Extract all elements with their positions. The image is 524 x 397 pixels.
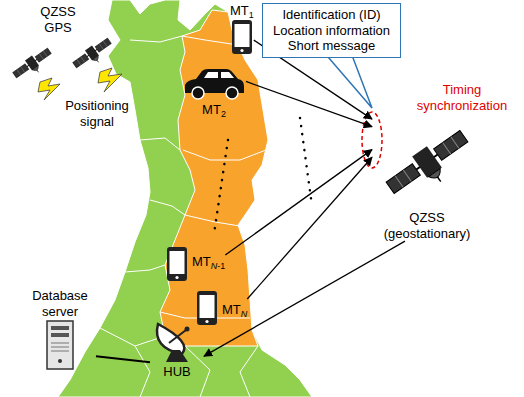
phone-icon <box>196 290 218 326</box>
annotation-label: GPS <box>36 20 80 36</box>
sat-icon <box>372 114 482 210</box>
signal-arrow <box>225 150 372 255</box>
message-callout: Identification (ID)Location informationS… <box>262 3 401 58</box>
database-server: Database server <box>24 288 96 371</box>
mobile-terminal: MTN-1 <box>166 246 225 282</box>
highlighted-region <box>160 10 268 346</box>
callout-text: Short message <box>288 38 375 54</box>
annotation-label: Timing synchronization <box>408 82 516 113</box>
callout-text: Identification (ID) <box>282 7 380 23</box>
lightning-bolt <box>38 78 60 100</box>
node-label: QZSS (geostationary) <box>375 210 479 241</box>
ellipsis-dots <box>300 118 312 206</box>
phone-icon <box>231 19 253 55</box>
signal-arrow <box>204 241 405 356</box>
ellipsis-dots <box>214 140 228 234</box>
server-icon <box>43 319 77 371</box>
phone-icon <box>166 246 188 282</box>
qzss-satellite: QZSS (geostationary) <box>372 114 482 241</box>
lightning-bolt <box>98 68 122 92</box>
land-region <box>58 0 312 397</box>
hub-station: HUB <box>150 318 204 380</box>
annotation-label: QZSS <box>36 4 80 20</box>
callout-tail <box>322 50 372 108</box>
sync-ellipse <box>362 112 382 168</box>
node-label: Database server <box>24 288 96 319</box>
dish-icon <box>150 318 204 364</box>
prefecture-borders <box>100 36 266 397</box>
annotation-label: Positioning signal <box>54 98 140 129</box>
callout-text: Location information <box>273 23 390 39</box>
signal-arrow <box>246 81 372 126</box>
gnss-satellites <box>11 36 122 100</box>
mobile-terminal: MT1 <box>230 3 254 55</box>
node-label: MT1 <box>230 3 254 19</box>
node-label: MTN-1 <box>188 246 225 270</box>
node-label: MTN <box>218 290 247 318</box>
mobile-terminal: MTN <box>196 290 247 326</box>
map <box>58 0 312 397</box>
node-label: HUB <box>163 364 190 380</box>
node-label: MT2 <box>202 102 226 118</box>
cable-line <box>96 356 150 362</box>
signal-arrow <box>247 157 372 299</box>
mobile-terminal: MT2 <box>182 66 246 118</box>
car-icon <box>182 66 246 102</box>
